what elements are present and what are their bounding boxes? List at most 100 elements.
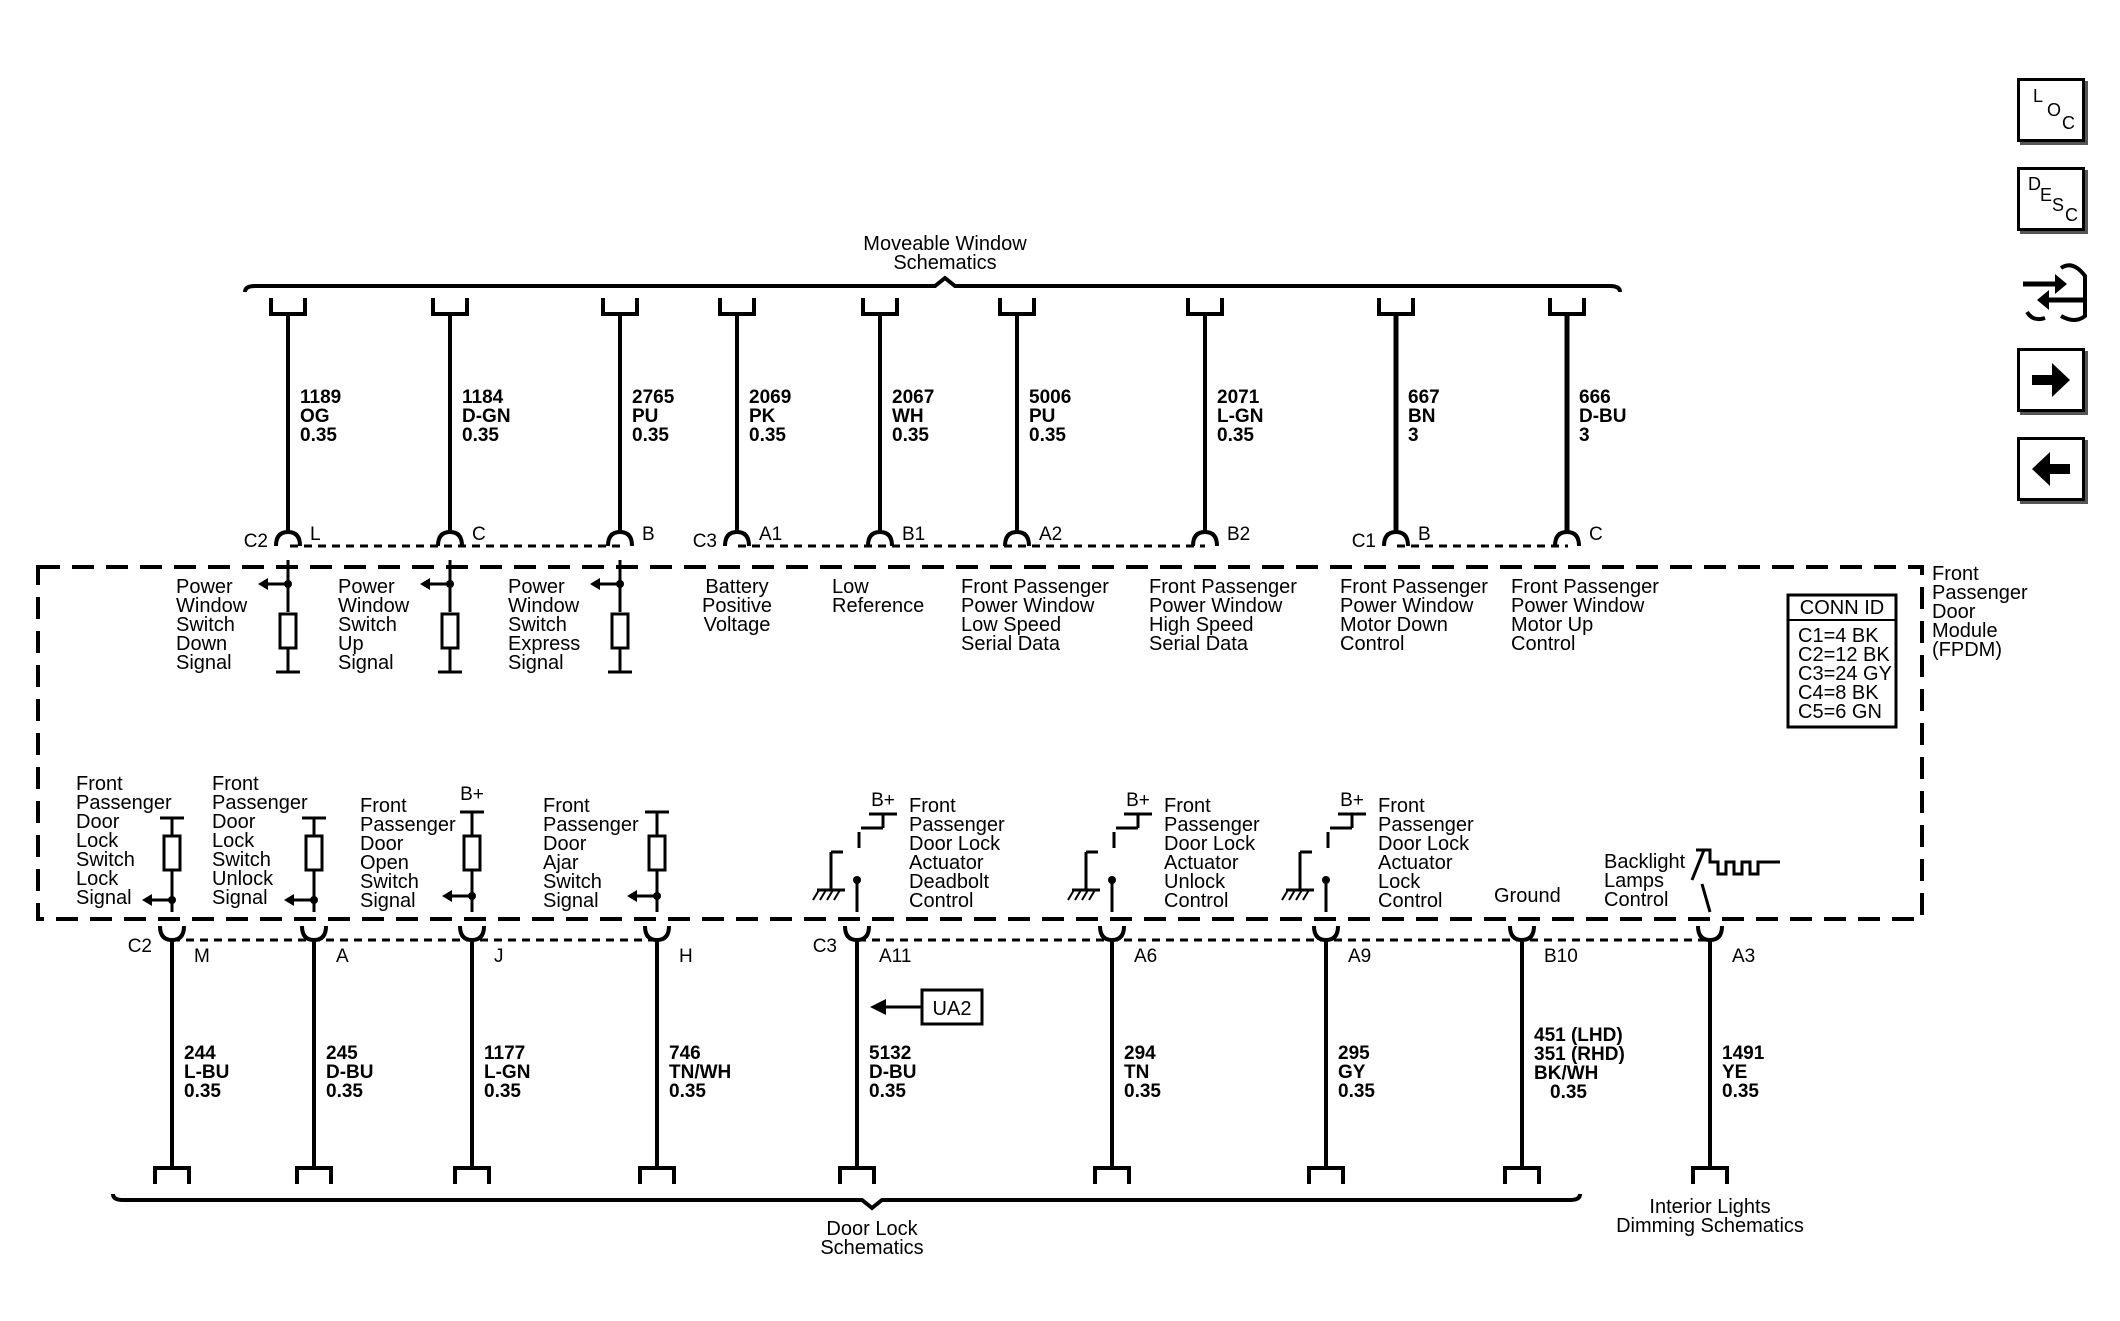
circuit-function-label: Passenger — [1378, 814, 1474, 836]
circuit-function-label: Power Window — [1340, 595, 1474, 617]
circuit-function-label: Control — [1604, 889, 1668, 911]
connector-terminal — [436, 529, 464, 547]
circuit-function-label: Motor Up — [1511, 614, 1593, 636]
inline-plug — [453, 1166, 491, 1184]
circuit-function-label: Up — [338, 633, 364, 655]
top-wire[interactable]: 2765PU0.35BPowerWindowSwitchExpressSigna… — [508, 298, 675, 674]
inline-plug — [431, 298, 469, 316]
wire-color-code: D-BU — [1579, 406, 1627, 427]
inline-plug — [861, 298, 899, 316]
wire-circuit-number: 5006 — [1029, 387, 1071, 408]
circuit-function-label: Front Passenger — [1340, 576, 1488, 598]
circuit-function-label: Switch — [176, 614, 235, 636]
wire-color-code: WH — [892, 406, 924, 427]
wire-color-code: TN/WH — [669, 1062, 731, 1083]
wire-circuit-number: 1491 — [1722, 1043, 1765, 1064]
right-group-label-line2[interactable]: Dimming Schematics — [1616, 1215, 1804, 1237]
inline-plug — [1186, 298, 1224, 316]
previous-page-button[interactable] — [2017, 437, 2085, 501]
connector-terminal — [843, 925, 871, 943]
pin-id: A6 — [1134, 946, 1157, 967]
desc-letter: D — [2028, 174, 2041, 194]
wire-gauge: 0.35 — [326, 1081, 363, 1102]
circuit-function-label: Power — [338, 576, 395, 598]
circuit-function-label: Control — [1378, 890, 1442, 912]
wire-color-code: BK/WH — [1534, 1063, 1598, 1084]
wire-circuit-number: 2071 — [1217, 387, 1260, 408]
resistor — [462, 834, 482, 872]
right-group-label-line1[interactable]: Interior Lights — [1649, 1196, 1770, 1218]
top-group-label-line1[interactable]: Moveable Window — [863, 233, 1027, 255]
circuit-function-label: Signal — [543, 890, 599, 912]
description-view-button[interactable]: D E S C — [2017, 167, 2085, 231]
wire-color-code: YE — [1722, 1062, 1747, 1083]
inline-plug — [1307, 1166, 1345, 1184]
resistor — [647, 834, 667, 872]
inline-plug — [1377, 298, 1415, 316]
desc-letter: C — [2065, 205, 2078, 225]
loc-letter: C — [2062, 113, 2075, 133]
arrow-right-icon — [2032, 363, 2070, 397]
conn-id-row: C2=12 BK — [1798, 644, 1890, 666]
bottom-wire[interactable]: 245D-BU0.35AFrontPassengerDoorLockSwitch… — [212, 773, 374, 1184]
connector-swap-button[interactable] — [2017, 254, 2089, 326]
connector-terminal — [1508, 925, 1536, 943]
circuit-function-label: Control — [909, 890, 973, 912]
right-group-label[interactable]: Interior Lights Dimming Schematics — [1616, 1196, 1804, 1237]
bottom-wire[interactable]: 1177L-GN0.35JFrontPassengerDoorOpenSwitc… — [360, 784, 530, 1184]
inline-plug — [153, 1166, 191, 1184]
connector-terminal — [606, 529, 634, 547]
circuit-function-label: Reference — [832, 595, 924, 617]
arrow-left-icon — [2032, 452, 2070, 486]
bottom-group-label-line2[interactable]: Schematics — [820, 1237, 923, 1259]
circuit-function-label: Switch — [76, 849, 135, 871]
loc-letter: L — [2033, 86, 2044, 106]
ua2-label[interactable]: UA2 — [933, 998, 972, 1020]
connector-id: C2 — [244, 531, 268, 552]
wire-gauge: 0.35 — [1217, 425, 1254, 446]
wire-color-code: GY — [1338, 1062, 1366, 1083]
circuit-function-label: Lock — [1378, 871, 1421, 893]
inline-plug — [1503, 1166, 1541, 1184]
circuit-function-label: Actuator — [1164, 852, 1239, 874]
top-group-bracket[interactable]: Moveable Window Schematics — [243, 233, 1622, 293]
circuit-function-label: Passenger — [76, 792, 172, 814]
wire-circuit-number: 1189 — [300, 387, 341, 408]
inline-plug — [838, 1166, 876, 1184]
bottom-group-bracket[interactable]: Door Lock Schematics — [111, 1193, 1582, 1259]
circuit-function-label: Signal — [176, 652, 232, 674]
pin-id: A1 — [759, 524, 782, 545]
location-view-button[interactable]: L O C — [2017, 78, 2085, 142]
inline-plug — [295, 1166, 333, 1184]
ua2-reference[interactable]: UA2 — [870, 988, 984, 1026]
wire-circuit-number: 295 — [1338, 1043, 1370, 1064]
bottom-group-label-line1[interactable]: Door Lock — [826, 1218, 918, 1240]
bottom-wire[interactable]: 746TN/WH0.35HFrontPassengerDoorAjarSwitc… — [543, 795, 731, 1184]
wire-circuit-number: 2069 — [749, 387, 791, 408]
inline-plug — [998, 298, 1036, 316]
top-group-label-line2[interactable]: Schematics — [893, 252, 996, 274]
connector-terminal — [1696, 925, 1724, 943]
pin-id: H — [679, 946, 693, 967]
wire-color-code: L-BU — [184, 1062, 229, 1083]
pin-id: C — [472, 524, 486, 545]
connector-terminal — [274, 529, 302, 547]
desc-letter: S — [2052, 195, 2065, 215]
next-page-button[interactable] — [2017, 348, 2085, 412]
circuit-function-label: Front — [76, 773, 123, 795]
